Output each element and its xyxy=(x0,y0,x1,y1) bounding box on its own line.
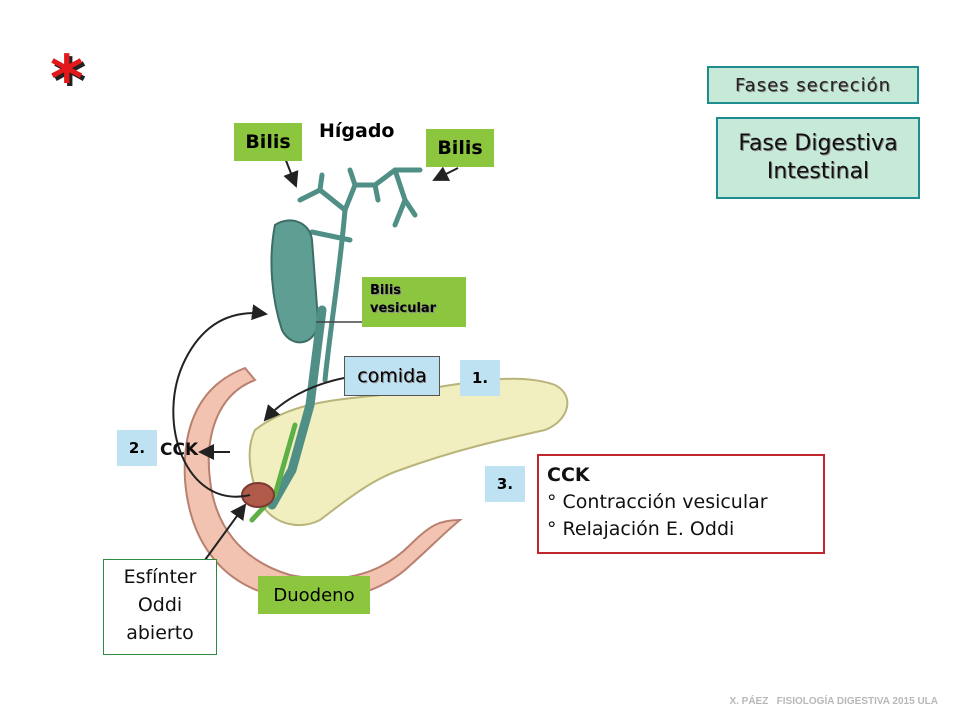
cck-arrow-label: CCK xyxy=(160,440,199,460)
cck-effects-box: CCK ° Contracción vesicular ° Relajación… xyxy=(537,454,825,554)
step-3-badge: 3. xyxy=(485,466,525,502)
liver-label: Hígado xyxy=(319,120,395,142)
cck-box-line2: ° Relajación E. Oddi xyxy=(547,518,735,540)
footer-credit: X. PÁEZ FISIOLOGÍA DIGESTIVA 2015 ULA xyxy=(729,696,938,707)
arrow-bilis-left xyxy=(283,157,299,188)
gallbladder-bile-label: Bilis vesicular xyxy=(362,277,466,327)
gallbladder-bile-line2: vesicular xyxy=(370,301,437,316)
sphincter-line3: abierto xyxy=(126,622,194,644)
biliary-tree xyxy=(297,167,423,383)
food-label: comida xyxy=(344,356,440,396)
bile-label-right: Bilis xyxy=(426,129,494,167)
sphincter-label: Esfínter Oddi abierto xyxy=(103,559,217,655)
duodenum-label: Duodeno xyxy=(258,576,370,614)
common-bile-duct xyxy=(267,305,327,510)
cck-box-title: CCK xyxy=(547,464,590,486)
phases-label: Fases secreción xyxy=(707,66,919,104)
sphincter-line2: Oddi xyxy=(137,594,183,616)
step-2-badge: 2. xyxy=(117,430,157,466)
arrow-sphincter xyxy=(204,503,247,561)
cck-box-line1: ° Contracción vesicular xyxy=(547,491,768,513)
food-label-text: comida xyxy=(357,365,427,387)
arrow-bilis-right xyxy=(432,166,459,181)
asterisk-marker: * xyxy=(50,43,84,117)
arrow-cck-loop xyxy=(172,304,268,498)
duodenum-shape xyxy=(183,366,463,602)
phase-title-box: Fase Digestiva Intestinal xyxy=(716,117,920,199)
ampulla-shape xyxy=(241,482,275,508)
sphincter-line1: Esfínter xyxy=(123,566,197,588)
step-1-badge: 1. xyxy=(460,360,500,396)
bile-label-left: Bilis xyxy=(234,123,302,161)
gallbladder-shape xyxy=(270,219,320,344)
arrow-comida xyxy=(263,377,345,422)
gallbladder-bile-line1: Bilis xyxy=(370,283,402,298)
phases-label-text: Fases secreción xyxy=(734,74,892,96)
phase-title-text: Fase Digestiva Intestinal xyxy=(738,131,898,184)
